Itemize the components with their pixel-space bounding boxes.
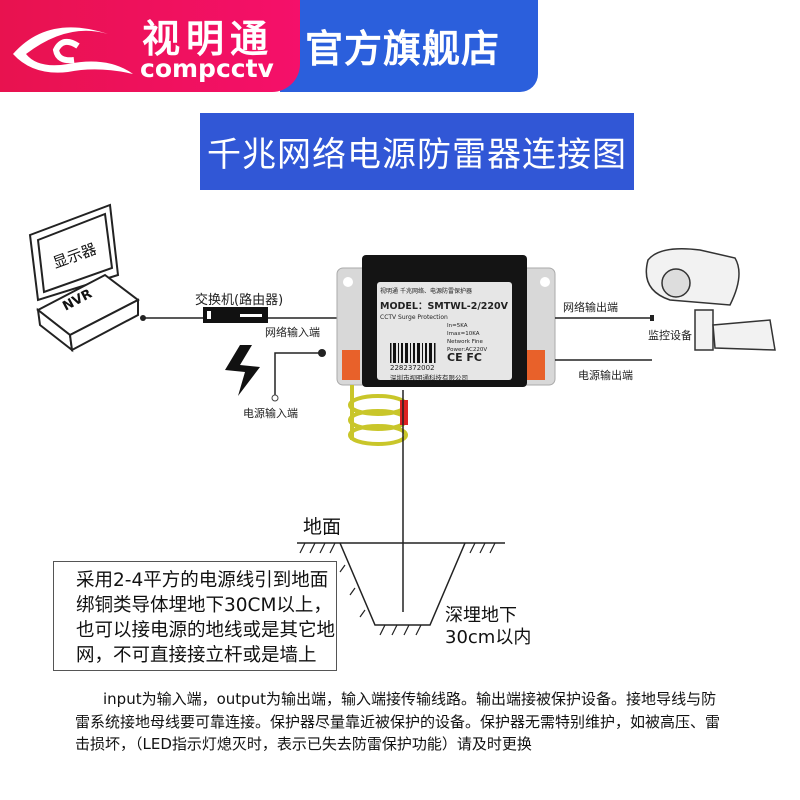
device-spec: Network Fine [447, 339, 483, 345]
device-subtitle: CCTV Surge Protection [380, 314, 448, 321]
store-banner [280, 0, 538, 92]
brand-name-cn: 视明通 [142, 17, 275, 61]
device-model: MODEL：SMTWL-2/220V [380, 301, 508, 312]
device-cert: CE FC [447, 351, 483, 364]
camera-icon [645, 248, 776, 351]
brand-logo: 视明通 compcctv [0, 0, 300, 92]
device-spec: Imax=10KA [447, 331, 480, 337]
power-out-label: 电源输出端 [578, 369, 633, 382]
depth-line: 深埋地下 [445, 605, 517, 626]
device-product: 千兆网络、电源防雷保护器 [399, 288, 472, 295]
note-line: 网，不可直接接立杆或是墙上 [76, 645, 317, 666]
note-line: 采用2-4平方的电源线引到地面 [76, 570, 329, 591]
switch-icon [203, 307, 268, 323]
eye-logo-icon [13, 27, 133, 74]
net-out-label: 网络输出端 [563, 301, 618, 314]
device-spec: Power:AC220V [447, 347, 488, 353]
grounding-note: 采用2-4平方的电源线引到地面 绑铜类导体埋地下30CM以上， 也可以接电源的地… [53, 561, 337, 671]
switch-label: 交换机(路由器) [195, 293, 284, 308]
note-line: 也可以接电源的地线或是其它地 [76, 620, 336, 641]
nvr-icon [36, 273, 140, 353]
wire-terminal [400, 400, 408, 425]
ground-wire-coil [348, 385, 408, 446]
surge-protector-device [336, 255, 556, 387]
brand-name-en: compcctv [140, 54, 274, 83]
camera-label: 监控设备 [648, 329, 692, 342]
page-title: 千兆网络电源防雷器连接图 [200, 113, 634, 190]
device-maker: 深圳市视明通科技有限公司 [390, 374, 468, 382]
device-brand: 视明通 [380, 288, 399, 295]
depth-label: 深埋地下 30cm以内 [445, 605, 531, 649]
instructions-paragraph: input为输入端，output为输出端，输入端接传输线路。输出端接被保护设备。… [75, 690, 721, 753]
net-in-label: 网络输入端 [265, 326, 320, 339]
lightning-icon [225, 345, 260, 396]
ground-label: 地面 [303, 516, 342, 538]
monitor-icon [28, 203, 120, 306]
trench-drawing [297, 542, 505, 636]
store-label: 官方旗舰店 [305, 27, 501, 71]
device-spec: In=5KA [447, 323, 468, 329]
device-label: 视明通 千兆网络、电源防雷保护器 MODEL：SMTWL-2/220V CCTV… [380, 286, 510, 382]
power-in-label: 电源输入端 [243, 407, 298, 420]
note-line: 绑铜类导体埋地下30CM以上， [76, 595, 332, 616]
device-serial: 2282372002 [390, 364, 435, 372]
depth-line: 30cm以内 [445, 627, 532, 648]
